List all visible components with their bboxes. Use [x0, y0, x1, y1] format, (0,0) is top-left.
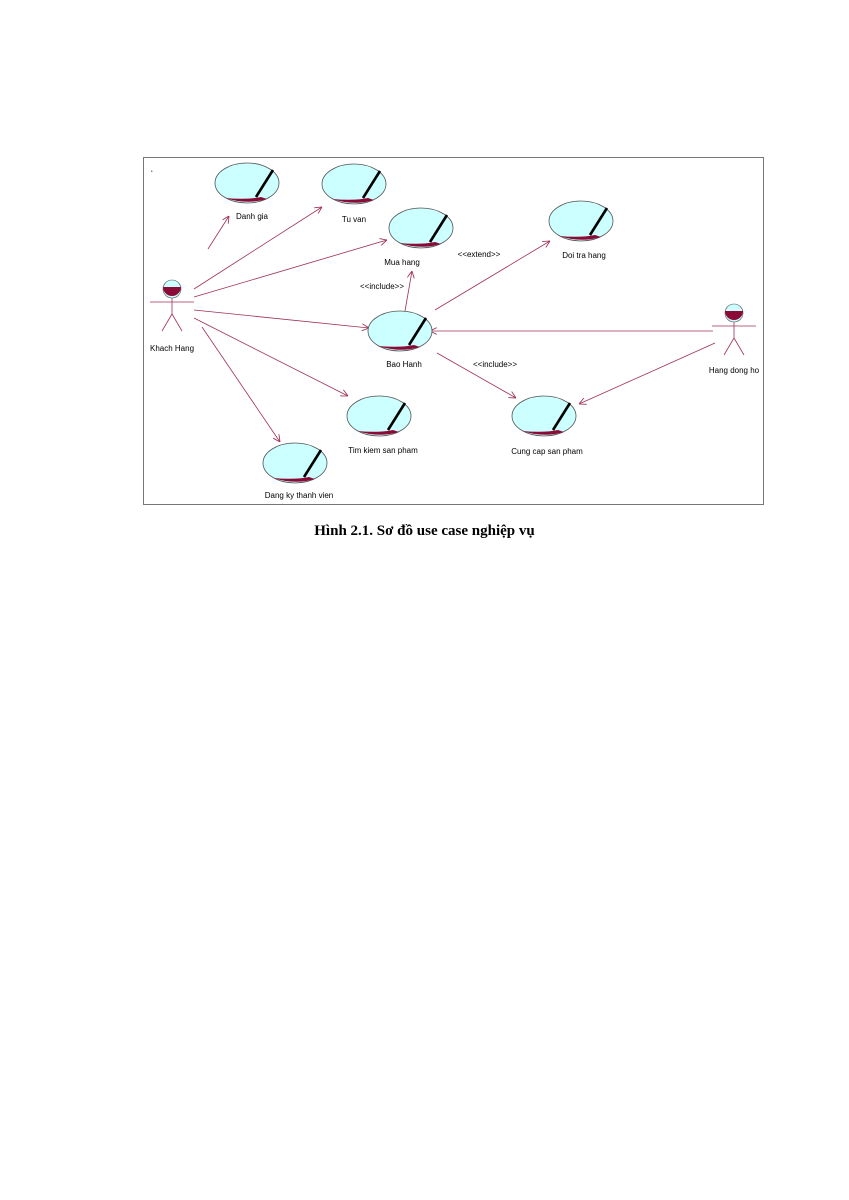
use-case-cung-cap-san-pham: Cung cap san pham — [511, 395, 583, 456]
use-case-label: Dang ky thanh vien — [265, 491, 334, 500]
use-case-stroke-icon — [588, 207, 609, 236]
relation-bao_hanh-mua_hang — [404, 271, 412, 312]
use-case-stroke-icon — [428, 214, 449, 243]
use-case-label: Tim kiem san pham — [348, 446, 418, 455]
use-case-stroke-icon — [407, 317, 428, 346]
actor-khach-hang: Khach Hang — [150, 279, 194, 353]
use-case-shadow — [522, 430, 564, 435]
relation-khach_hang-mua_hang — [193, 240, 387, 298]
actor-head-fill — [163, 287, 181, 296]
use-case-shadow — [225, 197, 267, 202]
use-case-stroke-icon — [302, 449, 323, 478]
actor-label: Khach Hang — [150, 344, 194, 353]
relation-hang_dong_ho-cung_cap_san_pham — [579, 342, 716, 404]
use-case-ellipse — [346, 395, 412, 437]
actor-label: Hang dong ho — [709, 366, 760, 375]
use-case-ellipse — [548, 200, 614, 242]
use-case-stroke-icon — [551, 402, 572, 431]
use-case-stroke-icon — [361, 170, 382, 199]
actor-leg-left — [161, 313, 173, 332]
use-case-shadow — [273, 477, 315, 482]
actor-hang-dong-ho: Hang dong ho — [709, 303, 760, 375]
use-case-stroke-icon — [386, 402, 407, 431]
use-case-shadow — [399, 242, 441, 247]
use-case-stroke-icon — [254, 169, 275, 198]
actor-leg-right — [733, 337, 745, 356]
use-case-ellipse — [511, 395, 577, 437]
relation-stereotype-label: <<include>> — [473, 360, 517, 369]
use-case-label: Doi tra hang — [562, 251, 606, 260]
use-case-shadow — [378, 345, 420, 350]
use-case-tim-kiem-san-pham: Tim kiem san pham — [346, 395, 418, 455]
relation-khach_hang-tim_kiem_san_pham — [193, 317, 348, 396]
figure-caption: Hình 2.1. Sơ đồ use case nghiệp vụ — [314, 523, 535, 539]
relation-khach_hang-dang_ky_thanh_vien — [201, 326, 280, 442]
relation-khach_hang-danh_gia — [207, 216, 229, 250]
relation-stereotype-label: <<include>> — [360, 282, 404, 291]
use-case-ellipse — [262, 442, 328, 484]
use-case-label: Bao Hanh — [386, 360, 422, 369]
use-case-label: Tu van — [342, 215, 366, 224]
use-case-shadow — [332, 198, 374, 203]
use-case-danh-gia: Danh gia — [214, 162, 280, 221]
stray-mark: ʻ — [151, 169, 153, 178]
use-case-bao-hanh: Bao Hanh — [367, 310, 433, 369]
use-case-ellipse — [214, 162, 280, 204]
use-case-label: Mua hang — [384, 258, 420, 267]
use-case-shadow — [357, 430, 399, 435]
use-case-tu-van: Tu van — [321, 163, 387, 224]
relation-bao_hanh-doi_tra_hang — [434, 241, 550, 311]
relation-bao_hanh-cung_cap_san_pham — [436, 352, 516, 398]
use-case-mua-hang: Mua hang — [384, 207, 454, 267]
relation-khach_hang-bao_hanh — [193, 309, 369, 328]
relation-khach_hang-tu_van — [193, 207, 322, 290]
use-case-label: Cung cap san pham — [511, 447, 583, 456]
use-case-ellipse — [388, 207, 454, 249]
use-case-doi-tra-hang: Doi tra hang — [548, 200, 614, 260]
use-case-dang-ky-thanh-vien: Dang ky thanh vien — [262, 442, 334, 500]
actor-leg-left — [723, 337, 735, 356]
use-case-ellipse — [321, 163, 387, 205]
use-case-ellipse — [367, 310, 433, 352]
actor-leg-right — [171, 313, 183, 332]
use-case-shadow — [559, 235, 601, 240]
actor-head-fill — [725, 311, 743, 320]
relation-stereotype-label: <<extend>> — [458, 250, 501, 259]
use-case-label: Danh gia — [236, 212, 269, 221]
